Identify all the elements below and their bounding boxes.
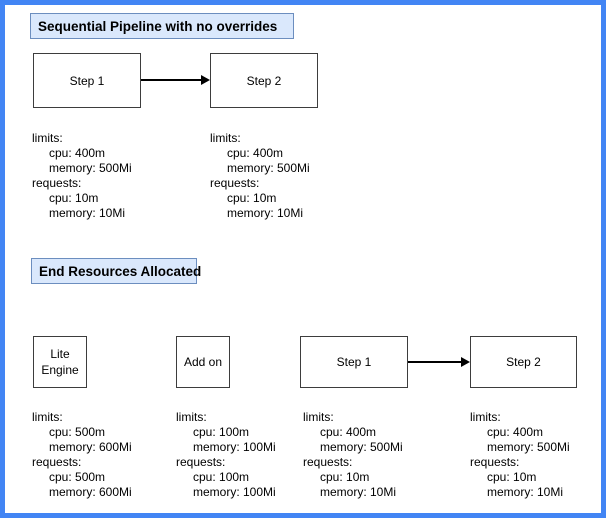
node-add-on: Add on xyxy=(176,336,230,388)
section-title-end-resources: End Resources Allocated xyxy=(31,258,201,284)
resource-line: cpu: 10m xyxy=(487,470,537,484)
resource-line: cpu: 10m xyxy=(49,191,99,205)
node-label: Lite Engine xyxy=(41,347,79,377)
resource-line: memory: 500Mi xyxy=(227,161,310,175)
resource-line: requests: xyxy=(32,455,82,469)
resource-line: cpu: 400m xyxy=(227,146,284,160)
node-step1-top: Step 1 xyxy=(33,53,141,108)
resource-line: memory: 600Mi xyxy=(49,485,132,499)
resource-line: memory: 500Mi xyxy=(320,440,403,454)
resource-line: limits: xyxy=(303,410,334,424)
section-title-sequential-pipeline: Sequential Pipeline with no overrides xyxy=(30,13,294,39)
node-label: Add on xyxy=(183,355,223,369)
resource-block-lite-engine: limits: cpu: 500m memory: 600Mi requests… xyxy=(32,410,132,500)
resource-block-step2-bottom: limits: cpu: 400m memory: 500Mi requests… xyxy=(470,410,570,500)
node-step2-bottom: Step 2 xyxy=(470,336,577,388)
resource-line: memory: 10Mi xyxy=(320,485,397,499)
resource-line: limits: xyxy=(470,410,501,424)
resource-line: memory: 10Mi xyxy=(487,485,564,499)
resource-line: cpu: 400m xyxy=(487,425,544,439)
resource-line: requests: xyxy=(470,455,520,469)
resource-line: requests: xyxy=(32,176,82,190)
resource-line: cpu: 500m xyxy=(49,425,106,439)
resource-line: memory: 600Mi xyxy=(49,440,132,454)
resource-line: cpu: 500m xyxy=(49,470,106,484)
resource-block-step1-top: limits: cpu: 400m memory: 500Mi requests… xyxy=(32,131,132,221)
resource-block-step1-bottom: limits: cpu: 400m memory: 500Mi requests… xyxy=(303,410,403,500)
resource-line: cpu: 10m xyxy=(227,191,277,205)
resource-block-add-on: limits: cpu: 100m memory: 100Mi requests… xyxy=(176,410,276,500)
resource-block-step2-top: limits: cpu: 400m memory: 500Mi requests… xyxy=(210,131,310,221)
resource-line: cpu: 100m xyxy=(193,470,250,484)
resource-line: memory: 10Mi xyxy=(227,206,304,220)
resource-line: requests: xyxy=(176,455,226,469)
resource-line: requests: xyxy=(303,455,353,469)
node-step2-top: Step 2 xyxy=(210,53,318,108)
resource-line: cpu: 400m xyxy=(49,146,106,160)
resource-line: memory: 100Mi xyxy=(193,485,276,499)
node-label: Step 2 xyxy=(506,355,541,369)
resource-line: limits: xyxy=(176,410,207,424)
node-label: Step 1 xyxy=(336,355,372,369)
resource-line: memory: 100Mi xyxy=(193,440,276,454)
node-label: Step 1 xyxy=(69,73,105,88)
arrow-step1-to-step2-top xyxy=(141,75,210,85)
resource-line: limits: xyxy=(32,410,63,424)
resource-line: requests: xyxy=(210,176,260,190)
node-lite-engine: Lite Engine xyxy=(33,336,87,388)
node-step1-bottom: Step 1 xyxy=(300,336,408,388)
resource-line: cpu: 100m xyxy=(193,425,250,439)
resource-line: cpu: 10m xyxy=(320,470,370,484)
resource-line: memory: 500Mi xyxy=(49,161,132,175)
arrow-step1-to-step2-bottom xyxy=(408,357,470,367)
resource-line: memory: 10Mi xyxy=(49,206,126,220)
node-label: Step 2 xyxy=(246,73,282,88)
resource-line: limits: xyxy=(210,131,241,145)
resource-line: cpu: 400m xyxy=(320,425,377,439)
resource-line: memory: 500Mi xyxy=(487,440,570,454)
resource-line: limits: xyxy=(32,131,63,145)
